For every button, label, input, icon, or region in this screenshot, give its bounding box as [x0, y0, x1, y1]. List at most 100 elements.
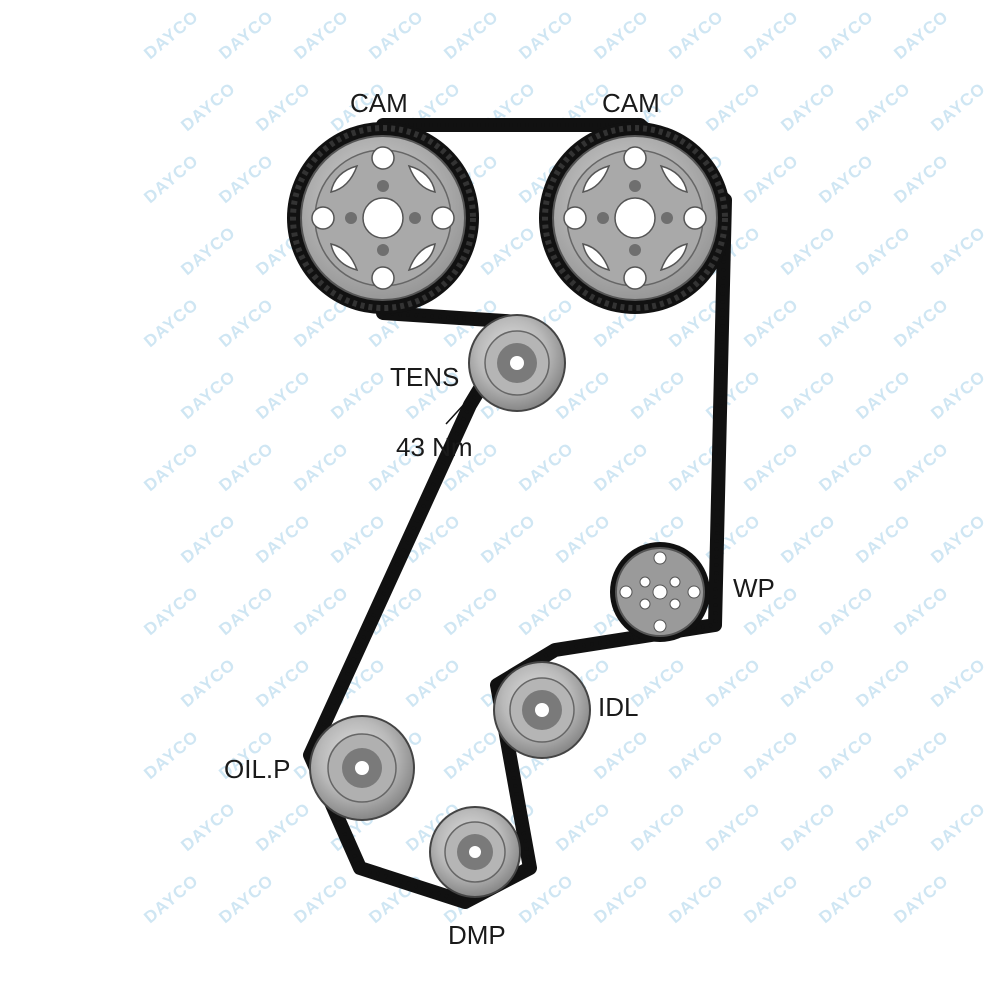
watermark-text: DAYCO	[702, 367, 764, 423]
idler-label: IDL	[598, 692, 638, 722]
watermark-text: DAYCO	[852, 799, 914, 855]
watermark-text: DAYCO	[665, 871, 727, 927]
watermark-text: DAYCO	[890, 295, 952, 351]
watermark-text: DAYCO	[215, 151, 277, 207]
watermark-text: DAYCO	[627, 367, 689, 423]
watermark-text: DAYCO	[440, 7, 502, 63]
watermark-text: DAYCO	[252, 511, 314, 567]
watermark-text: DAYCO	[927, 79, 989, 135]
tensioner-pulley	[468, 314, 566, 412]
watermark-text: DAYCO	[515, 871, 577, 927]
watermark-text: DAYCO	[852, 79, 914, 135]
watermark-text: DAYCO	[440, 583, 502, 639]
watermark-text: DAYCO	[777, 655, 839, 711]
watermark-text: DAYCO	[777, 223, 839, 279]
watermark-text: DAYCO	[665, 7, 727, 63]
watermark-text: DAYCO	[665, 727, 727, 783]
watermark-text: DAYCO	[927, 223, 989, 279]
watermark-text: DAYCO	[252, 799, 314, 855]
watermark-text: DAYCO	[402, 655, 464, 711]
torque-label: 43 Nm	[396, 432, 473, 462]
watermark-text: DAYCO	[365, 7, 427, 63]
watermark-text: DAYCO	[740, 295, 802, 351]
watermark-text: DAYCO	[177, 223, 239, 279]
watermark-text: DAYCO	[177, 79, 239, 135]
watermark-text: DAYCO	[590, 7, 652, 63]
watermark-text: DAYCO	[215, 295, 277, 351]
watermark-text: DAYCO	[927, 511, 989, 567]
watermark-text: DAYCO	[852, 223, 914, 279]
watermark-text: DAYCO	[740, 7, 802, 63]
watermark-text: DAYCO	[852, 367, 914, 423]
watermark-text: DAYCO	[927, 655, 989, 711]
watermark-text: DAYCO	[177, 799, 239, 855]
watermark-text: DAYCO	[440, 727, 502, 783]
watermark-text: DAYCO	[815, 583, 877, 639]
watermark-text: DAYCO	[215, 7, 277, 63]
watermark-text: DAYCO	[815, 871, 877, 927]
watermark-text: DAYCO	[140, 439, 202, 495]
watermark-text: DAYCO	[140, 7, 202, 63]
watermark-text: DAYCO	[290, 871, 352, 927]
watermark-text: DAYCO	[927, 799, 989, 855]
watermark-text: DAYCO	[140, 871, 202, 927]
watermark-text: DAYCO	[740, 151, 802, 207]
watermark-text: DAYCO	[140, 295, 202, 351]
watermark-text: DAYCO	[890, 727, 952, 783]
watermark-text: DAYCO	[702, 79, 764, 135]
watermark-text: DAYCO	[815, 439, 877, 495]
watermark-text: DAYCO	[815, 727, 877, 783]
watermark-text: DAYCO	[815, 7, 877, 63]
watermark-text: DAYCO	[252, 367, 314, 423]
watermark-text: DAYCO	[702, 799, 764, 855]
watermark-text: DAYCO	[590, 439, 652, 495]
damper-pulley	[429, 806, 521, 898]
watermark-text: DAYCO	[815, 295, 877, 351]
watermark-text: DAYCO	[777, 79, 839, 135]
watermark-text: DAYCO	[177, 511, 239, 567]
water-pump-label: WP	[733, 573, 775, 603]
water-pump-pulley	[610, 542, 710, 642]
watermark-text: DAYCO	[740, 871, 802, 927]
watermark-text: DAYCO	[140, 151, 202, 207]
watermark-text: DAYCO	[890, 439, 952, 495]
watermark-text: DAYCO	[215, 439, 277, 495]
watermark-text: DAYCO	[627, 799, 689, 855]
watermark-text: DAYCO	[890, 583, 952, 639]
watermark-text: DAYCO	[290, 439, 352, 495]
watermark-text: DAYCO	[702, 655, 764, 711]
watermark-text: DAYCO	[777, 367, 839, 423]
watermark-text: DAYCO	[552, 511, 614, 567]
watermark-text: DAYCO	[890, 151, 952, 207]
watermark-text: DAYCO	[290, 7, 352, 63]
watermark-text: DAYCO	[252, 79, 314, 135]
watermark-text: DAYCO	[252, 655, 314, 711]
watermark-text: DAYCO	[515, 439, 577, 495]
watermark-text: DAYCO	[327, 367, 389, 423]
watermark-text: DAYCO	[590, 871, 652, 927]
watermark-text: DAYCO	[815, 151, 877, 207]
watermark-text: DAYCO	[740, 727, 802, 783]
cam-left-label: CAM	[350, 88, 408, 118]
idler-pulley	[493, 661, 591, 759]
tensioner-label: TENS	[390, 362, 459, 392]
watermark-text: DAYCO	[927, 367, 989, 423]
watermark-text: DAYCO	[515, 7, 577, 63]
watermark-text: DAYCO	[890, 7, 952, 63]
watermark-text: DAYCO	[552, 799, 614, 855]
cam-pulley-left	[287, 122, 479, 314]
watermark-text: DAYCO	[515, 583, 577, 639]
timing-belt-teeth	[307, 123, 728, 905]
oil-pump-pulley	[309, 715, 415, 821]
watermark-text: DAYCO	[477, 511, 539, 567]
watermark-text: DAYCO	[290, 583, 352, 639]
watermark-text: DAYCO	[177, 367, 239, 423]
cam-right-label: CAM	[602, 88, 660, 118]
watermark-text: DAYCO	[140, 727, 202, 783]
watermark-text: DAYCO	[177, 655, 239, 711]
watermark-text: DAYCO	[740, 439, 802, 495]
watermark-text: DAYCO	[777, 799, 839, 855]
watermark-text: DAYCO	[852, 511, 914, 567]
